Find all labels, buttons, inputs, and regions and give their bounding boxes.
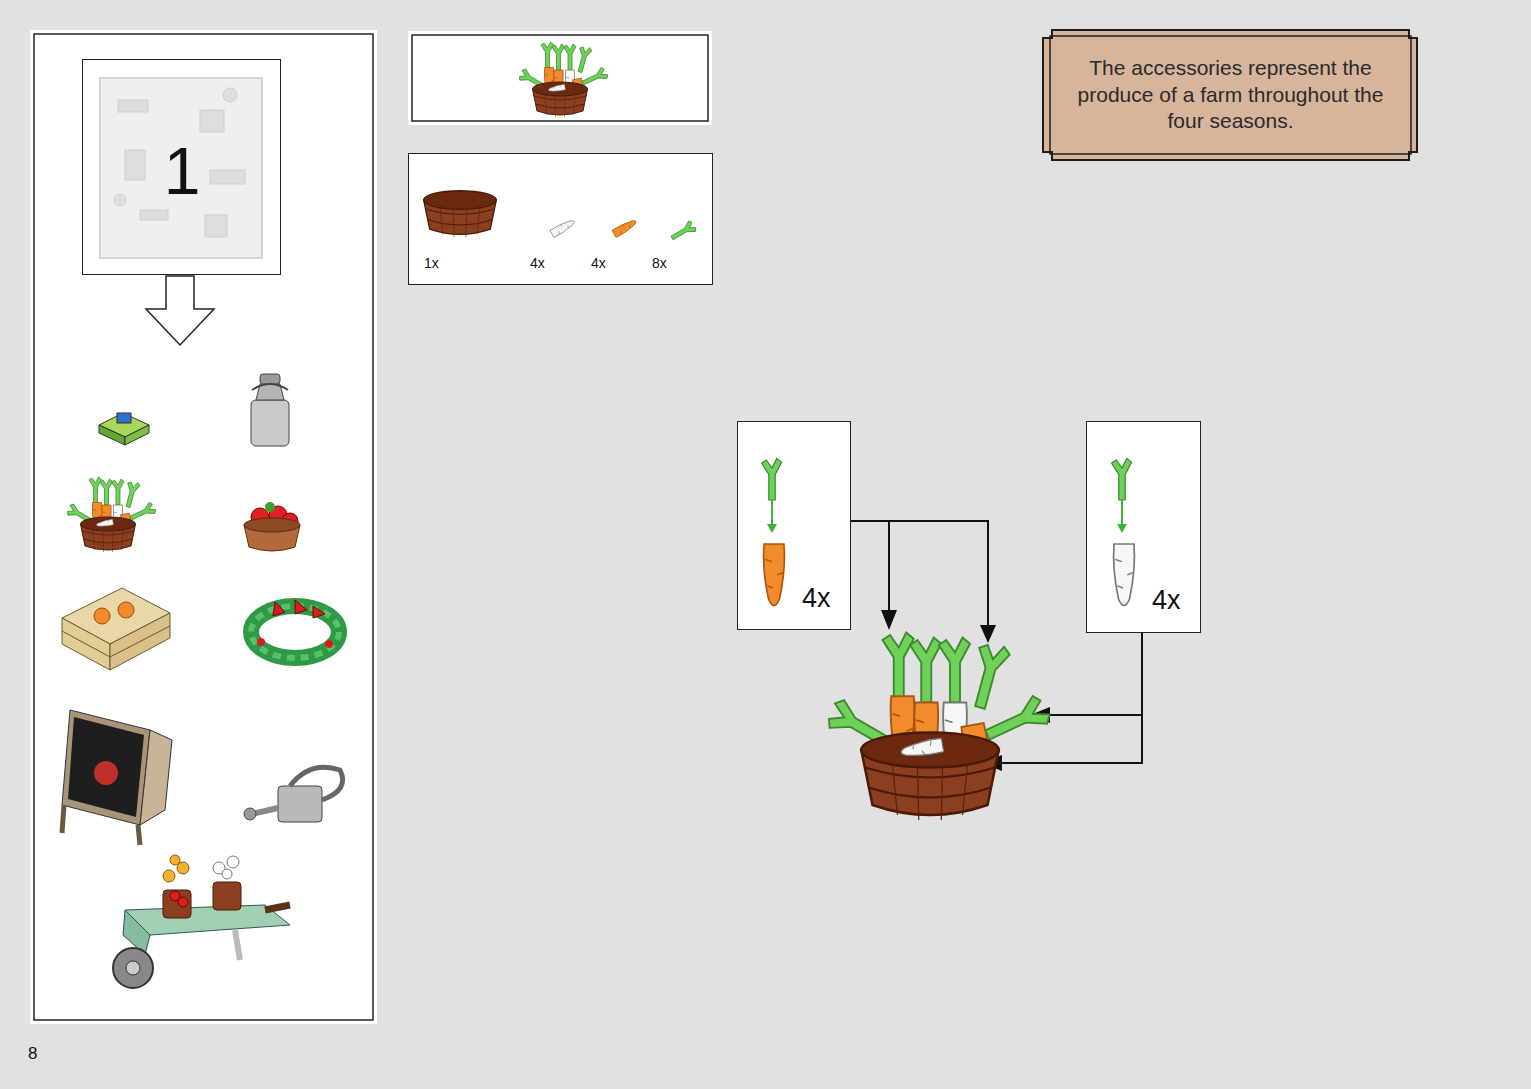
substep-box: 4x [1086,421,1201,633]
count-label: 1 [164,138,201,204]
count-label: 4x [802,585,831,612]
count-label: 8x [652,256,667,270]
page-number: 8 [28,1044,37,1064]
bag-box: 1 [82,59,281,275]
count-label: 1x [424,256,439,270]
count-label: 4x [1152,587,1181,614]
note-text: The accessories represent the produce of… [1064,55,1397,135]
substep-box: 4x [737,421,851,630]
note-box: The accessories represent the produce of… [1058,44,1403,146]
count-label: 4x [591,256,606,270]
count-label: 4x [530,256,545,270]
parts-list-box: 1x 4x 4x 8x [408,153,713,285]
